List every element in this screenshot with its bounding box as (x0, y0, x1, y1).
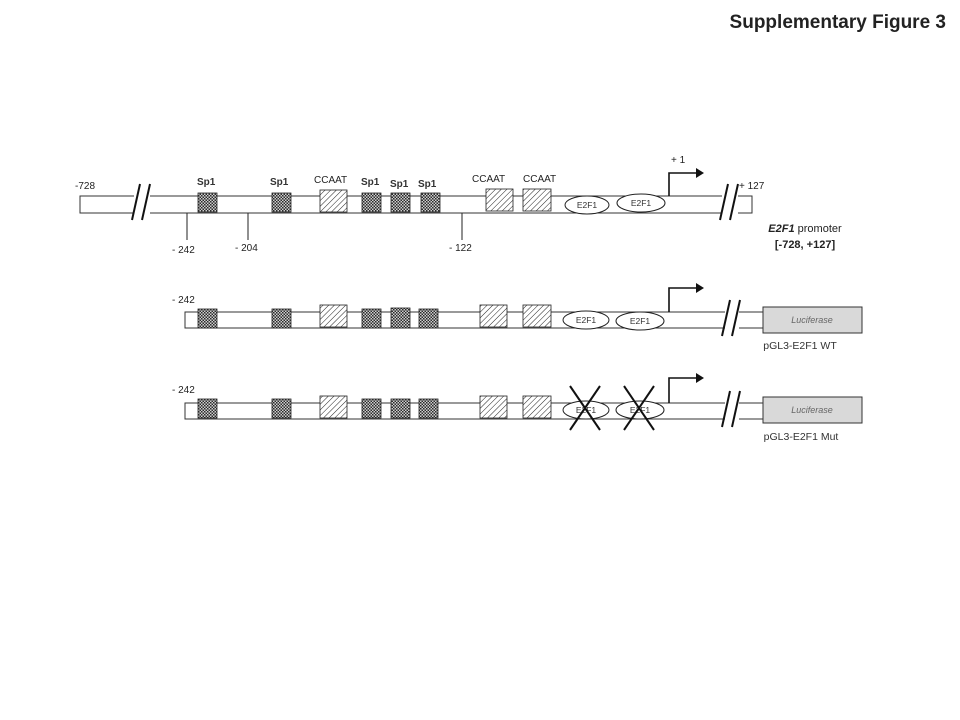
sp1-label: Sp1 (197, 177, 216, 188)
ccaat-box (319, 189, 348, 213)
figure-title: Supplementary Figure 3 (729, 12, 946, 33)
sp1-site (197, 192, 218, 213)
tss-arrowhead (696, 283, 704, 293)
e2f1-site (562, 310, 610, 330)
e2f1-site (616, 193, 666, 213)
tss-label: + 1 (671, 155, 686, 166)
tss-arrow (668, 287, 696, 312)
e2f1-label: E2F1 (576, 315, 597, 325)
position-label: - 242 (172, 245, 195, 256)
sp1-label: Sp1 (418, 179, 437, 190)
sp1-site (420, 192, 441, 213)
e2f1-label: E2F1 (577, 200, 598, 210)
sp1-site (390, 192, 411, 213)
e2f1-site (564, 195, 610, 215)
construct-name: pGL3-E2F1 Mut (764, 431, 839, 443)
ccaat-box (479, 395, 508, 419)
sp1-site (271, 398, 292, 419)
position-label: - 204 (235, 243, 258, 254)
position-label: - 122 (449, 243, 472, 254)
e2f1-label: E2F1 (631, 198, 652, 208)
sp1-site (361, 192, 382, 213)
break-mark (731, 390, 741, 428)
break-mark (731, 299, 741, 337)
break-mark (719, 183, 729, 221)
e2f1-label: E2F1 (630, 316, 651, 326)
caption-word: promoter (798, 223, 842, 235)
promoter-caption: E2F1 promoter (768, 223, 842, 235)
construct-start-label: - 242 (172, 385, 195, 396)
sp1-label: Sp1 (270, 177, 289, 188)
break-gap (725, 400, 739, 422)
ccaat-box (319, 304, 348, 328)
break-mark (131, 183, 141, 221)
ccaat-box (485, 188, 514, 212)
ccaat-box (522, 188, 552, 212)
promoter-range: [-728, +127] (775, 239, 836, 251)
start-position-label: -728 (75, 181, 95, 192)
tss-arrow (668, 172, 696, 196)
break-mark (721, 390, 731, 428)
ccaat-box (319, 395, 348, 419)
tss-arrow (668, 377, 696, 403)
sp1-site (271, 308, 292, 329)
e2f1-site (615, 311, 665, 331)
ccaat-label: CCAAT (523, 174, 556, 185)
sp1-site (197, 398, 218, 419)
sp1-site (361, 308, 382, 329)
caption-gene: E2F1 (768, 223, 794, 235)
construct-wt-row: - 242 E2F1 E2F1 Luciferase pGL3-E2F1 WT (172, 283, 863, 352)
ccaat-label: CCAAT (314, 175, 347, 186)
sp1-site (197, 308, 218, 329)
break-mark (141, 183, 151, 221)
sp1-site (271, 192, 292, 213)
promoter-row: -728 + 127 Sp1 Sp1 Sp1 Sp1 Sp1 CCAAT CCA… (75, 155, 842, 256)
break-mark (721, 299, 731, 337)
ccaat-label: CCAAT (472, 174, 505, 185)
tss-arrowhead (696, 373, 704, 383)
sp1-label: Sp1 (390, 179, 409, 190)
construct-start-label: - 242 (172, 295, 195, 306)
sp1-site (418, 398, 439, 419)
tss-arrowhead (696, 168, 704, 178)
ccaat-box (522, 395, 552, 419)
ccaat-box (479, 304, 508, 328)
break-gap (725, 309, 739, 331)
sp1-site (361, 398, 382, 419)
construct-name: pGL3-E2F1 WT (763, 340, 837, 352)
luciferase-label: Luciferase (791, 315, 833, 325)
sp1-site (418, 308, 439, 329)
break-mark (729, 183, 739, 221)
mutation-cross-mark (623, 385, 655, 431)
construct-mut-row: - 242 E2F1 E2F1 Luciferase pGL3-E2F1 Mut (172, 373, 863, 443)
mutation-cross-mark (569, 385, 601, 431)
luciferase-box (762, 306, 863, 334)
sp1-site (390, 398, 411, 419)
sp1-site (390, 307, 411, 329)
luciferase-label: Luciferase (791, 405, 833, 415)
ccaat-box (522, 304, 552, 328)
end-position-label: + 127 (739, 181, 765, 192)
luciferase-box (762, 396, 863, 424)
sp1-label: Sp1 (361, 177, 380, 188)
